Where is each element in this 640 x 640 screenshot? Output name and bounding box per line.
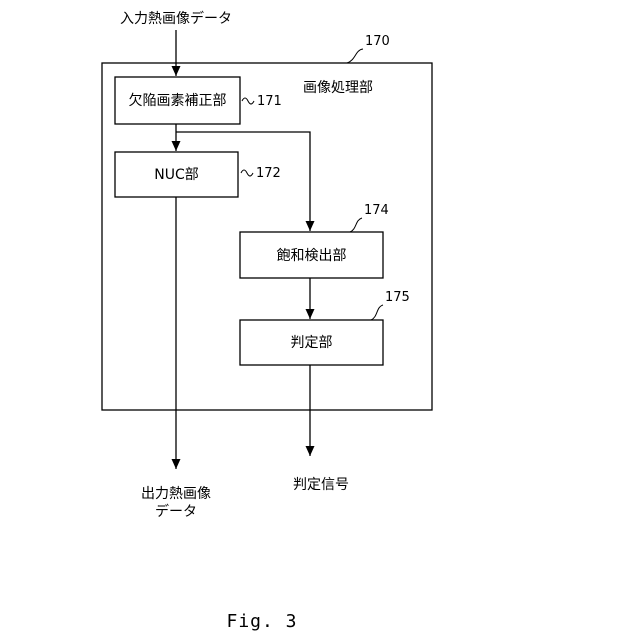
judge-ref: 175 — [385, 290, 410, 305]
judge-signal-label: 判定信号 — [293, 477, 349, 493]
nuc-leader — [241, 170, 253, 176]
judge-leader — [371, 305, 383, 320]
defect-correction-leader — [242, 98, 254, 104]
defect-correction-label: 欠陥画素補正部 — [129, 92, 227, 109]
saturation-detection-ref: 174 — [364, 203, 389, 218]
nuc-label: NUC部 — [154, 167, 199, 183]
judge-label: 判定部 — [291, 335, 333, 351]
nuc-ref: 172 — [256, 166, 281, 181]
output-image-label-line1: 出力熱画像 — [141, 486, 211, 502]
defect-correction-ref: 171 — [257, 94, 282, 109]
figure-label: Fig. 3 — [226, 611, 297, 632]
image-processing-unit-ref: 170 — [365, 34, 390, 49]
image-processing-unit-leader — [347, 49, 363, 63]
saturation-detection-leader — [350, 218, 362, 232]
input-label: 入力熱画像データ — [120, 10, 232, 27]
image-processing-unit-label: 画像処理部 — [303, 80, 373, 96]
saturation-detection-label: 飽和検出部 — [277, 247, 347, 264]
output-image-label-line2: データ — [155, 503, 197, 520]
